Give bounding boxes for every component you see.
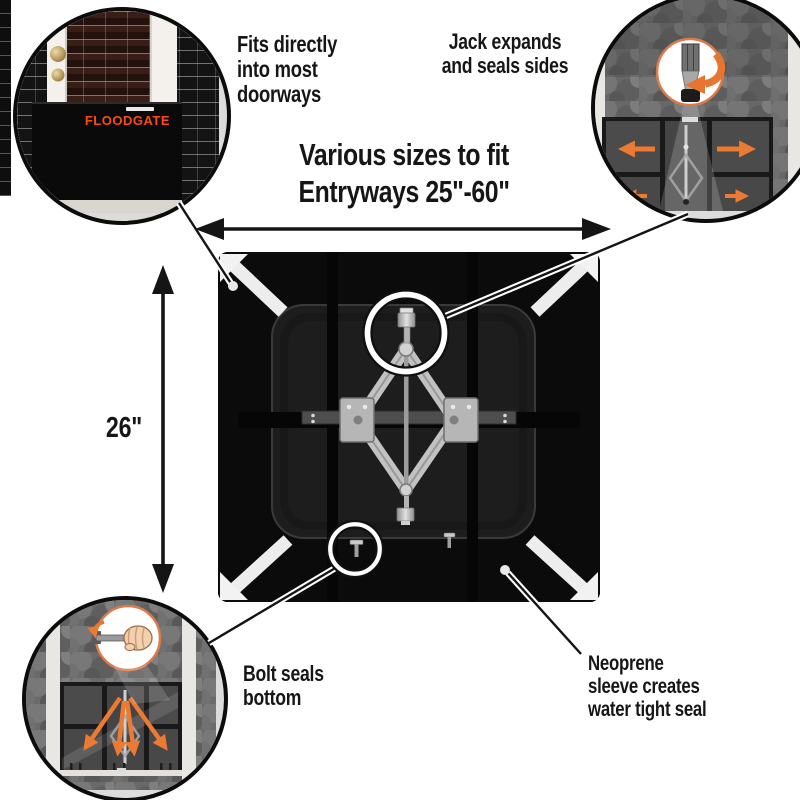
jack-top-bolt [397, 312, 416, 328]
fist-icon [123, 625, 153, 651]
product-photo-floodgate-back [218, 252, 600, 602]
title-line: Entryways 25"-60" [298, 174, 510, 209]
door-knob [50, 46, 66, 62]
title-line: Various sizes to fit [299, 137, 509, 172]
jack-post-icon [681, 43, 700, 72]
label-line: into most [237, 56, 318, 82]
installed-floodgate-barrier: FLOODGATE [32, 102, 182, 213]
expand-arrows-icon [617, 140, 757, 203]
jack-bottom-bolt [396, 507, 415, 522]
label-line: bottom [243, 685, 302, 710]
label-line: Bolt seals [243, 661, 324, 686]
callout-bolt-label: Bolt seals bottom [243, 662, 324, 710]
bottom-bolts [70, 763, 172, 773]
door-photo-edge-fragment [0, 0, 11, 196]
label-line: sleeve creates [588, 675, 700, 698]
label-line: Neoprene [588, 652, 664, 675]
inset-jack-illustration [591, 0, 800, 223]
brand-label: FLOODGATE [85, 113, 170, 128]
label-line: Fits directly [237, 31, 338, 57]
width-dimension-arrow [195, 218, 611, 240]
jack-top-pivot [398, 341, 414, 357]
height-dimension-arrow [152, 265, 174, 593]
light-cone [659, 77, 723, 211]
rotate-arrow-icon [703, 51, 726, 88]
floodgate-tagline-strip [126, 107, 154, 111]
callout-jack-label: Jack expands and seals sides [441, 30, 569, 78]
height-dimension-label: 26" [105, 412, 142, 444]
callout-fits-label: Fits directly into most doorways [237, 32, 337, 107]
spread-arrows-icon [83, 696, 168, 757]
label-line: and seals sides [441, 53, 569, 78]
door-deadbolt [51, 68, 65, 82]
turn-arrow-icon [87, 620, 105, 639]
jack-screw-rod [404, 352, 409, 498]
label-line: Jack expands [448, 29, 562, 54]
label-line: water tight seal [588, 698, 707, 721]
inset-bolt-illustration [22, 596, 228, 800]
callout-neoprene-label: Neoprene sleeve creates water tight seal [588, 652, 707, 721]
crank-detail-circle [655, 37, 726, 107]
label-line: doorways [237, 81, 321, 107]
jack-right-block [443, 397, 479, 443]
mini-jack-silhouette [668, 117, 704, 205]
size-range-title: Various sizes to fit Entryways 25"-60" [244, 136, 564, 210]
hand-crank-circle [87, 604, 170, 704]
inset-door-photo: FLOODGATE [13, 7, 231, 225]
sidelite-right [177, 11, 219, 213]
